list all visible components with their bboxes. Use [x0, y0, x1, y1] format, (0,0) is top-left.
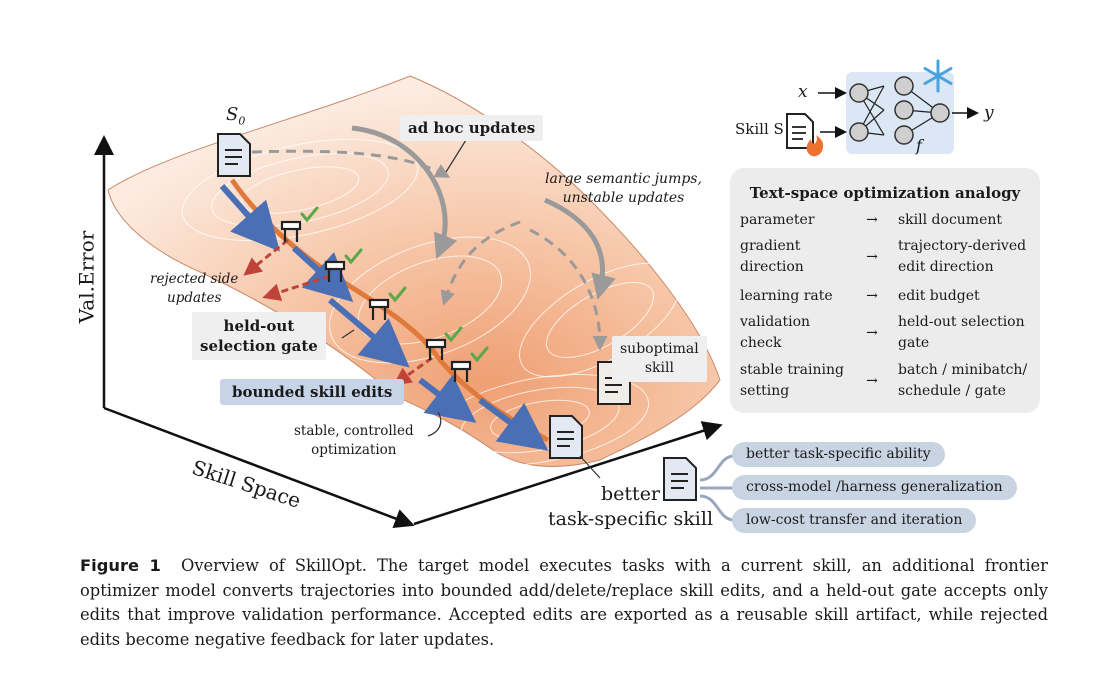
rejected-arrows [243, 238, 433, 386]
bounded-edits-label: bounded skill edits [220, 379, 405, 405]
outcome-pill: cross-model /harness generalization [732, 475, 1017, 500]
caption-text: Overview of SkillOpt. The target model e… [80, 556, 1048, 649]
loss-surface [107, 75, 721, 467]
gate-icons [280, 220, 472, 382]
check-icons [300, 206, 489, 363]
neural-network [818, 72, 979, 154]
x-axis [103, 406, 415, 529]
z-axis [413, 421, 723, 526]
outcome-pill: low-cost transfer and iteration [732, 508, 977, 533]
document-icon [217, 133, 251, 177]
start-label: S0 [226, 104, 246, 128]
adhoc-label: ad hoc updates [400, 115, 544, 141]
nn-skill-label: Skill S [735, 120, 784, 138]
overview-figure: Val.Error Skill Space S0 ad hoc updates … [74, 59, 1040, 533]
analogy-panel: Text-space optimization analogy paramete… [730, 168, 1040, 413]
nn-input-x: x [798, 82, 808, 102]
y-axis-label: Val.Error [74, 230, 99, 324]
document-icon [663, 457, 697, 501]
document-icon [786, 113, 814, 149]
nn-function-f: f [916, 136, 922, 155]
analogy-title: Text-space optimization analogy [749, 184, 1021, 202]
caption-label: Figure 1 [80, 556, 161, 575]
outcome-pill: better task-specific ability [732, 442, 945, 467]
fire-icon [806, 135, 824, 157]
document-icon [549, 415, 583, 459]
diagram-canvas [94, 59, 979, 529]
figure-caption: Figure 1 Overview of SkillOpt. The targe… [80, 554, 1048, 652]
adhoc-solid-arrow [351, 125, 458, 260]
nn-output-y: y [984, 103, 994, 123]
large-jumps-label: large semantic jumps,unstable updates [545, 171, 702, 206]
bounded-edit-arrows [219, 184, 549, 451]
leader-lines [341, 139, 601, 479]
snowflake-icon [923, 59, 953, 93]
axes [94, 135, 723, 529]
outcome-connectors [699, 454, 735, 522]
jump-solid-arrow [543, 197, 616, 300]
